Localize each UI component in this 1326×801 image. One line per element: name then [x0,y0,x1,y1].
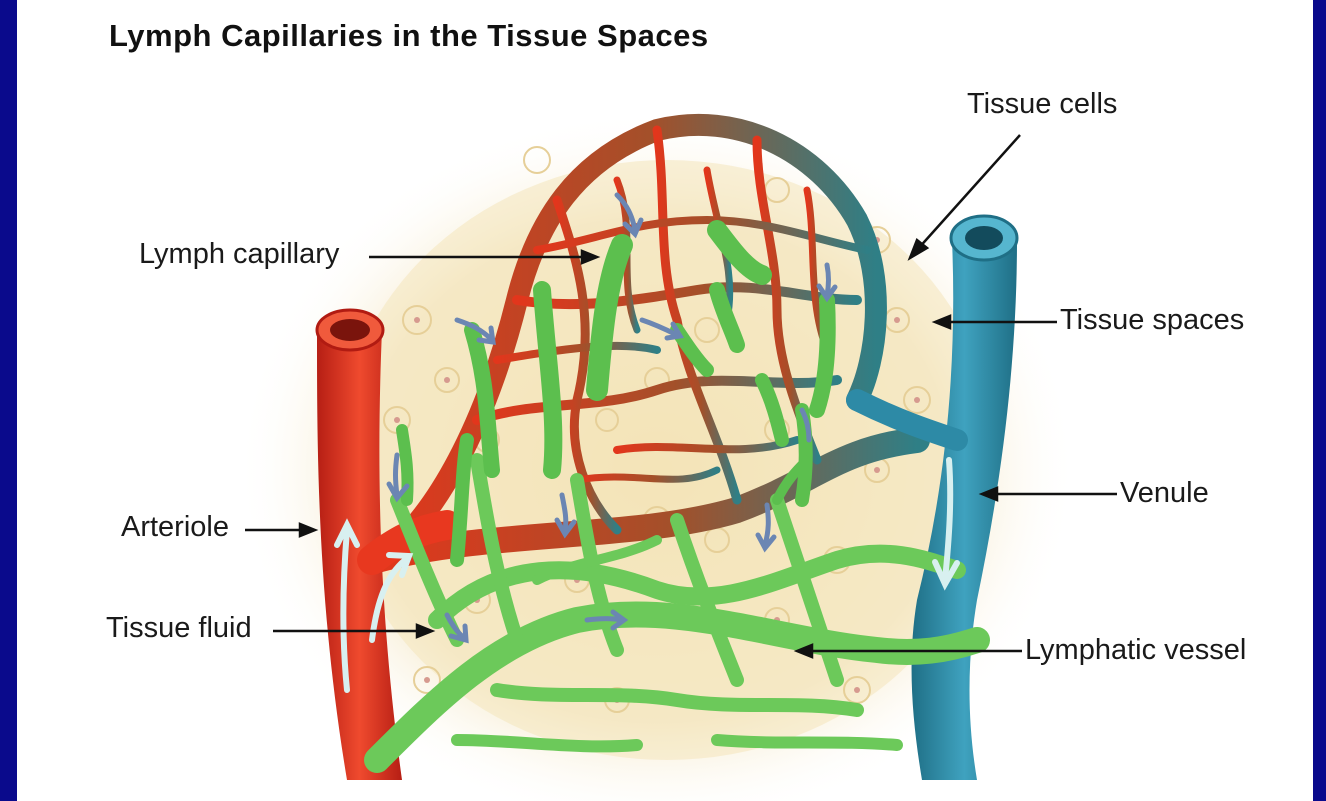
label-tissue-cells: Tissue cells [967,88,1117,121]
diagram-panel: Lymph Capillaries in the Tissue Spaces T… [17,0,1313,801]
label-lymphatic-vessel: Lymphatic vessel [1025,634,1246,667]
diagram-title: Lymph Capillaries in the Tissue Spaces [109,18,709,54]
lymph-capillary-illustration [17,0,1313,801]
label-lymph-capillary: Lymph capillary [139,238,339,271]
label-arteriole: Arteriole [121,511,229,544]
label-venule: Venule [1120,477,1209,510]
label-tissue-fluid: Tissue fluid [106,612,252,645]
label-tissue-spaces: Tissue spaces [1060,304,1244,337]
